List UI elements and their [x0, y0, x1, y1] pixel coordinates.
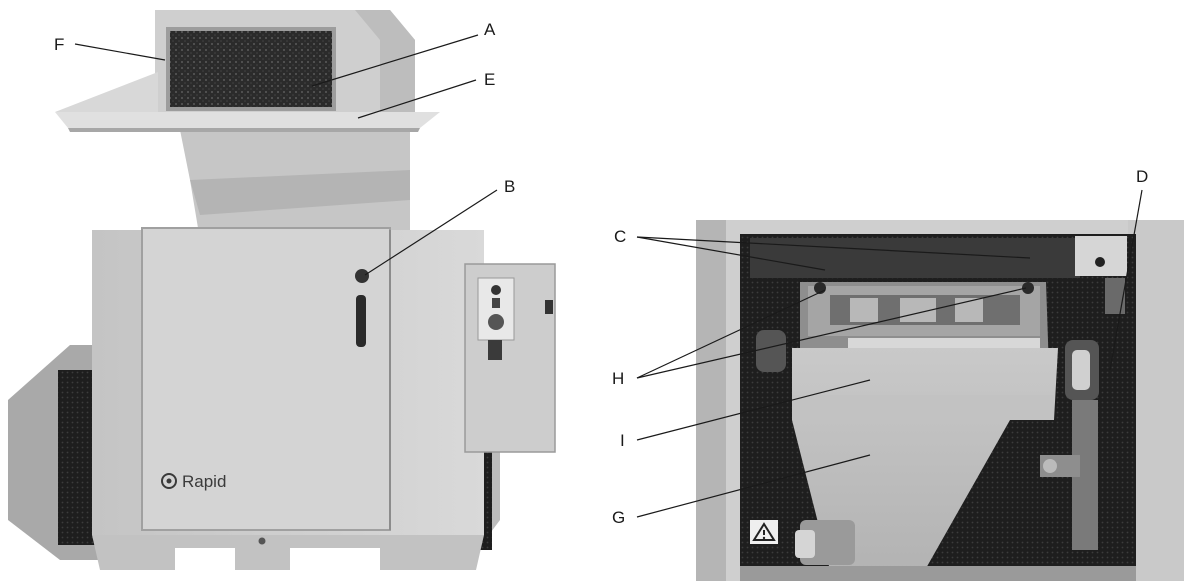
- leader-line-c1: [636, 236, 826, 271]
- callout-f: F: [54, 35, 64, 54]
- leader-line-h1: [636, 289, 826, 379]
- leader-line-e: [357, 79, 477, 119]
- leader-line-f: [74, 43, 166, 61]
- callout-g: G: [612, 508, 625, 527]
- leader-line-d: [1109, 189, 1143, 371]
- leader-line-c2: [636, 236, 1031, 259]
- leader-line-i: [636, 379, 871, 441]
- cutting-chamber-image: [696, 220, 1184, 581]
- leader-lines: [74, 34, 1143, 518]
- leader-line-h2: [636, 287, 1027, 379]
- callout-labels: F A E B C D H I G: [54, 20, 1148, 527]
- callout-e: E: [484, 70, 495, 89]
- callout-c: C: [614, 227, 626, 246]
- leader-line-b: [364, 189, 498, 276]
- callout-b: B: [504, 177, 515, 196]
- logo-text: Rapid: [182, 472, 226, 491]
- leader-line-g: [636, 454, 871, 518]
- callout-d: D: [1136, 167, 1148, 186]
- callout-i: I: [620, 431, 625, 450]
- callout-h: H: [612, 369, 624, 388]
- granulator-machine-image: [8, 10, 556, 570]
- leader-line-a: [311, 34, 479, 87]
- callout-a: A: [484, 20, 496, 39]
- rapid-logo: Rapid: [161, 472, 226, 491]
